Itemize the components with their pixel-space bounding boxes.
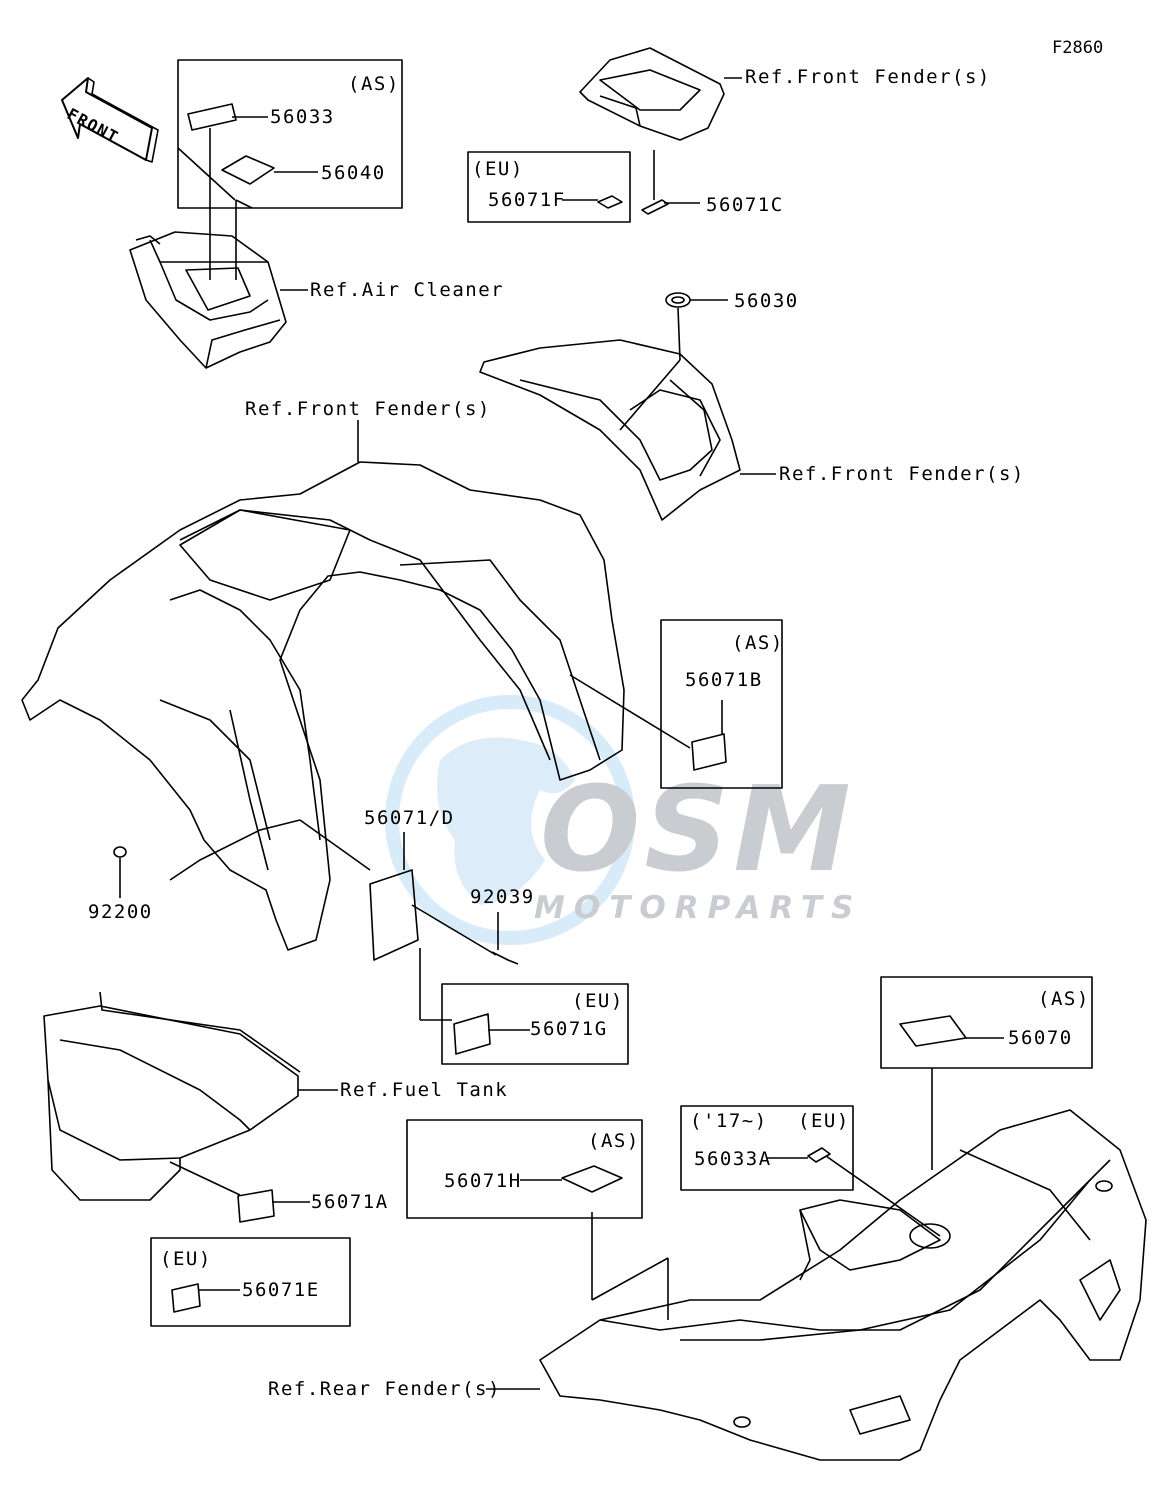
ref-air-cleaner: Ref.Air Cleaner [310, 279, 505, 301]
part-56071H: 56071H [444, 1170, 522, 1192]
box-eu-71e-tag: (EU) [160, 1248, 212, 1270]
ref-rear-fender: Ref.Rear Fender(s) [268, 1378, 501, 1400]
box-as-56070-tag: (AS) [1038, 988, 1090, 1010]
watermark-logo: OSM [540, 760, 855, 898]
part-56040: 56040 [321, 162, 386, 184]
part-56070: 56070 [1008, 1027, 1073, 1049]
ref-fuel-tank: Ref.Fuel Tank [340, 1079, 509, 1101]
part-56033: 56033 [270, 106, 335, 128]
part-56071G: 56071G [530, 1018, 608, 1040]
front-fender-right-piece [479, 339, 776, 521]
box-eu-33a-tag: (EU) [798, 1110, 850, 1132]
front-fender-main [21, 420, 625, 951]
figure-code: F2860 [1052, 38, 1104, 58]
front-fender-top-piece [579, 47, 742, 141]
ref-front-fender-right: Ref.Front Fender(s) [779, 463, 1025, 485]
part-56071C: 56071C [706, 194, 784, 216]
ref-front-fender-mid: Ref.Front Fender(s) [245, 398, 491, 420]
watermark-text: MOTORPARTS [534, 890, 863, 926]
box-as-71h-tag: (AS) [588, 1130, 640, 1152]
ref-front-fender-top: Ref.Front Fender(s) [745, 66, 991, 88]
box-year-17-tag: ('17~) [690, 1110, 768, 1132]
air-cleaner-cover [129, 231, 287, 369]
box-as-fender-tag: (AS) [732, 632, 784, 654]
part-56071F: 56071F [488, 189, 566, 211]
part-56071D: 56071/D [364, 807, 455, 829]
box-eu-g-tag: (EU) [572, 990, 624, 1012]
part-56071A: 56071A [311, 1191, 389, 1213]
part-56030: 56030 [734, 290, 799, 312]
fuel-tank-tray [43, 991, 338, 1201]
box-eu-front-tag: (EU) [472, 158, 524, 180]
part-56033A: 56033A [694, 1148, 772, 1170]
part-56071B: 56071B [685, 669, 763, 691]
part-92200: 92200 [88, 901, 153, 923]
rear-fender [486, 1109, 1147, 1461]
box-as-air-cleaner-tag: (AS) [348, 73, 400, 95]
part-92039: 92039 [470, 886, 535, 908]
part-56071E: 56071E [242, 1279, 320, 1301]
front-arrow-icon [61, 77, 159, 163]
